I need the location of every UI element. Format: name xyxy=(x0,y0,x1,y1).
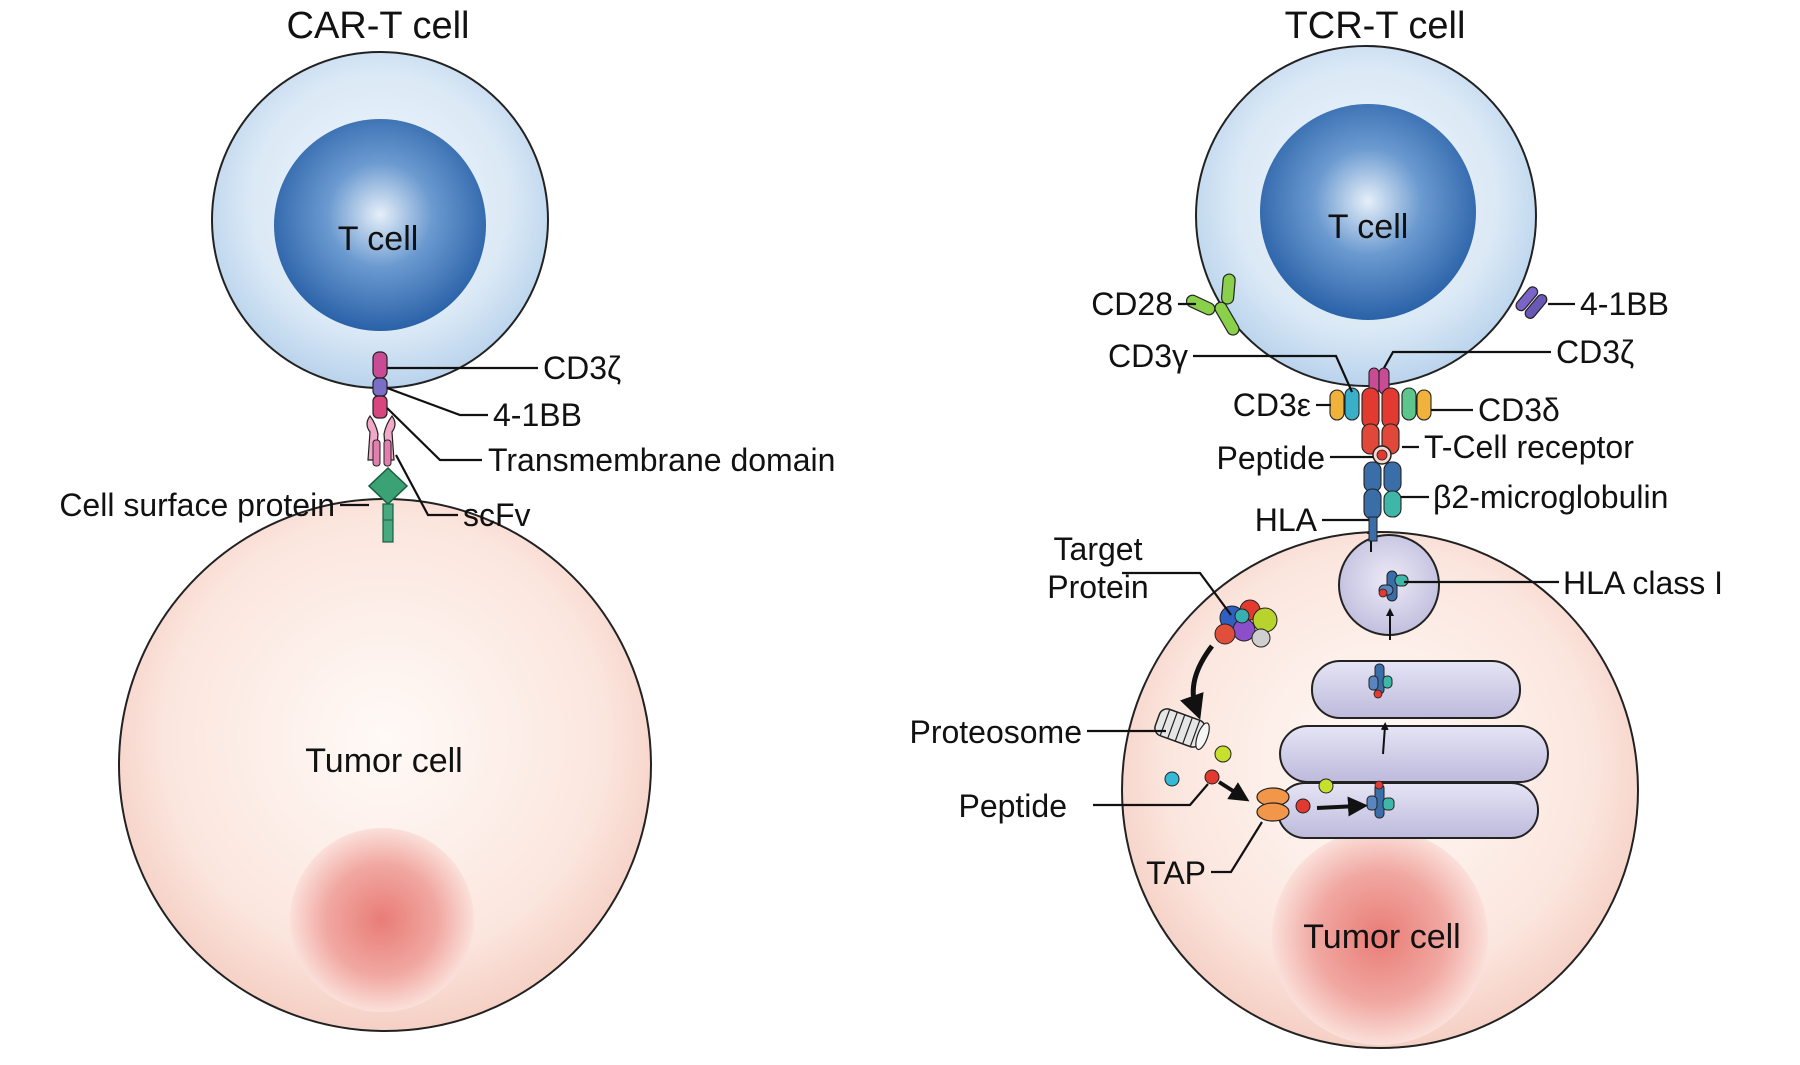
car-41bb-domain xyxy=(372,377,388,397)
t-cell-receptor xyxy=(1361,387,1400,455)
cd28-receptor xyxy=(1185,273,1240,336)
hla-molecule xyxy=(1363,461,1402,542)
car-t-tumor-label: Tumor cell xyxy=(305,742,462,780)
car-t-callouts: CD3ζ 4-1BB Transmembrane domain scFv Cel… xyxy=(59,350,835,533)
tcr-t-t-cell-nucleus xyxy=(1260,104,1476,320)
cd3e-label: CD3ε xyxy=(1233,387,1311,423)
car-t-tumor-cell: Tumor cell xyxy=(118,498,652,1032)
car-transmembrane-domain xyxy=(372,395,388,419)
car-t-t-cell-label: T cell xyxy=(338,220,419,258)
peptide-top-label: Peptide xyxy=(1216,440,1325,476)
tap-label: TAP xyxy=(1146,855,1206,891)
peptide-loading-arrow xyxy=(1316,796,1368,817)
proteosome-label: Proteosome xyxy=(909,714,1082,750)
hla-loading-in-er xyxy=(1366,780,1395,819)
cd3e-chain-left xyxy=(1329,389,1345,421)
target-protein xyxy=(1214,599,1278,648)
car-target-surface-protein xyxy=(367,466,409,543)
hla-in-golgi xyxy=(1368,663,1393,699)
endoplasmic-reticulum-stacks xyxy=(1277,660,1549,839)
car-receptor xyxy=(366,351,396,467)
car-cd3z-domain xyxy=(372,351,388,379)
degradation-arrow xyxy=(1180,644,1214,720)
tcr-cd3z-label: CD3ζ xyxy=(1556,334,1634,370)
car-surface-protein-label: Cell surface protein xyxy=(59,487,335,523)
tcr-41bb-label: 4-1BB xyxy=(1580,286,1669,322)
car-t-tumor-nucleus xyxy=(290,828,474,1012)
target-protein-label-line1: Target xyxy=(1054,531,1143,567)
tcr-t-title: TCR-T cell xyxy=(1285,5,1466,47)
tcr-cd3-complex xyxy=(1329,367,1432,542)
cd3e-chain-right xyxy=(1416,389,1432,421)
hla-label: HLA xyxy=(1255,502,1318,538)
b2m-label: β2-microglobulin xyxy=(1433,479,1668,515)
cd3g-chain xyxy=(1344,387,1360,421)
car-scfv-label: scFv xyxy=(463,497,531,533)
car-41bb-label: 4-1BB xyxy=(493,397,582,433)
peptide-fragments xyxy=(1164,745,1334,814)
hla-class-i-in-vesicle xyxy=(1378,570,1409,602)
tcr-t-tumor-nucleus xyxy=(1272,829,1488,1045)
tcr-t-t-cell: T cell xyxy=(1195,45,1537,387)
tcr-t-tumor-cell: Tumor cell xyxy=(1121,526,1639,1049)
car-t-t-cell-nucleus xyxy=(274,119,486,331)
cd28-label: CD28 xyxy=(1091,286,1173,322)
tcr-t-t-cell-label: T cell xyxy=(1328,208,1409,246)
b2m-domain xyxy=(1383,490,1402,518)
proteosome xyxy=(1154,708,1210,751)
cd3d-label: CD3δ xyxy=(1478,392,1560,428)
cd3g-label: CD3γ xyxy=(1108,338,1188,374)
tcr-label: T-Cell receptor xyxy=(1424,429,1634,465)
tcr-t-callouts: CD28 4-1BB CD3γ CD3ζ CD3ε CD3δ T-Cell re… xyxy=(909,286,1723,891)
car-t-title: CAR-T cell xyxy=(287,5,470,47)
car-transmembrane-label: Transmembrane domain xyxy=(488,442,835,478)
tap-transporter xyxy=(1256,787,1290,822)
car-t-panel: CAR-T cell Tumor cell T cell xyxy=(59,5,835,1032)
hla-class-i-label: HLA class I xyxy=(1563,565,1723,601)
tcr-t-panel: TCR-T cell Tumor cell xyxy=(909,5,1723,1049)
hla-vesicle xyxy=(1338,534,1440,636)
peptide-to-tap-arrow xyxy=(1217,780,1250,802)
er-cisterna-1 xyxy=(1311,660,1521,719)
target-protein-label-line2: Protein xyxy=(1047,569,1148,605)
tcr-41bb-receptor xyxy=(1515,286,1548,319)
car-cd3z-label: CD3ζ xyxy=(543,350,621,386)
er-cisterna-3 xyxy=(1277,782,1539,839)
car-scfv xyxy=(366,414,396,467)
er-cisterna-2 xyxy=(1279,725,1549,783)
peptide-bottom-label: Peptide xyxy=(958,788,1067,824)
cd3d-chain xyxy=(1401,387,1417,421)
car-t-t-cell: T cell xyxy=(211,51,549,389)
tcr-t-tumor-label: Tumor cell xyxy=(1303,918,1460,956)
